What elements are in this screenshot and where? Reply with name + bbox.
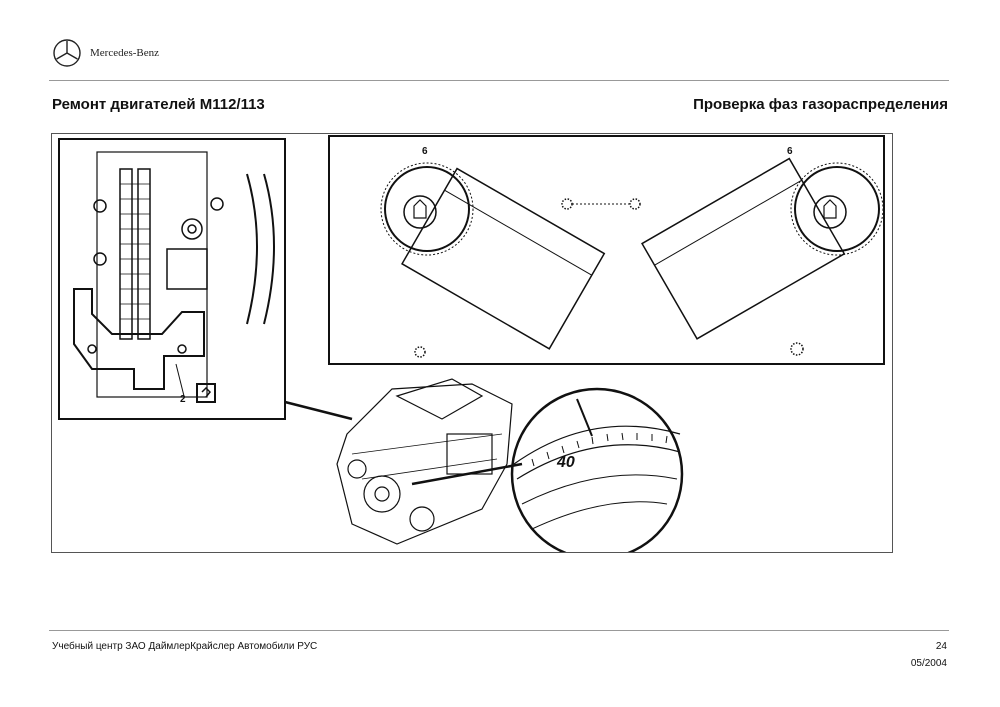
engine-sketch	[336, 378, 513, 545]
mercedes-star-icon	[53, 39, 81, 67]
section-title: Проверка фаз газораспределения	[693, 96, 948, 113]
footer-divider	[49, 630, 949, 631]
page-number: 24	[935, 641, 947, 652]
camshaft-inset: 6 6	[328, 135, 885, 365]
callout-left-cam: 6	[422, 146, 428, 157]
callout-tool: 2	[180, 394, 186, 405]
crank-dial-inset: 40	[510, 387, 684, 561]
timing-diagram: 2 6	[58, 135, 885, 561]
technical-illustration: 2 6	[51, 133, 893, 561]
page-title: Ремонт двигателей М112/113	[52, 96, 265, 113]
callout-right-cam: 6	[787, 146, 793, 157]
footer-date: 05/2004	[910, 658, 947, 669]
dial-mark: 40	[556, 454, 575, 471]
footer-organization: Учебный центр ЗАО ДаймлерКрайслер Автомо…	[52, 641, 318, 652]
header-divider	[49, 80, 949, 81]
brand-block: Mercedes-Benz	[52, 38, 159, 68]
brand-name: Mercedes-Benz	[90, 47, 160, 59]
chain-tool-inset: 2	[58, 138, 286, 420]
